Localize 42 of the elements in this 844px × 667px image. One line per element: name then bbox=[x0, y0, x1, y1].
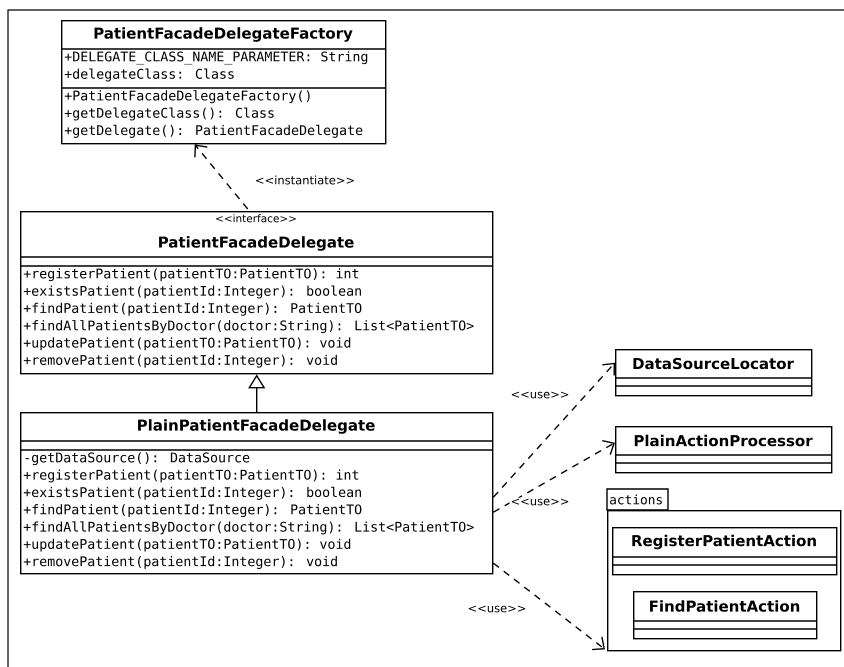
stereotype-text: <<interface>> bbox=[216, 214, 296, 222]
member-text: -getDataSource(): DataSource bbox=[26, 452, 250, 466]
class-box bbox=[633, 591, 818, 640]
class-box bbox=[612, 527, 838, 576]
edge-label: <<instantiate>> bbox=[256, 176, 354, 184]
member-text: +registerPatient(patientTO:PatientTO): int bbox=[24, 470, 358, 482]
class-name: PlainActionProcessor bbox=[634, 434, 813, 446]
class-name: FindPatientAction bbox=[650, 600, 800, 612]
dependency-arrow bbox=[194, 144, 248, 210]
member-text: +removePatient(patientId:Integer): void bbox=[24, 556, 337, 569]
member-text: +existsPatient(patientId:Integer): boolean bbox=[24, 486, 361, 500]
edge-label: <<use>> bbox=[512, 498, 568, 506]
package-name: actions bbox=[610, 494, 662, 504]
class-box bbox=[61, 20, 386, 144]
member-text: +existsPatient(patientId:Integer): boolean bbox=[24, 286, 361, 299]
dependency-arrow bbox=[492, 362, 615, 498]
member-text: +findAllPatientsByDoctor(doctor:String): List<PatientTO> bbox=[24, 320, 474, 334]
member-text: +removePatient(patientId:Integer): void bbox=[24, 354, 337, 368]
member-text: +PatientFacadeDelegateFactory() bbox=[64, 90, 310, 104]
class-name: DataSourceLocator bbox=[633, 358, 794, 370]
member-text: +findPatient(patientId:Integer): PatientTO bbox=[24, 504, 362, 518]
member-text: +getDelegate(): PatientFacadeDelegate bbox=[64, 124, 362, 138]
dependency-arrow bbox=[493, 440, 615, 513]
dependency-arrow bbox=[492, 562, 605, 650]
edge-label: <<use>> bbox=[512, 392, 568, 398]
member-text: +getDelegateClass(): Class bbox=[64, 108, 274, 121]
class-name: RegisterPatientAction bbox=[632, 534, 816, 550]
class-name: PatientFacadeDelegate bbox=[159, 236, 354, 251]
class-name: PlainPatientFacadeDelegate bbox=[138, 419, 375, 434]
class-box bbox=[20, 211, 494, 374]
member-text: +updatePatient(patientTO:PatientTO): void bbox=[24, 538, 350, 552]
class-box bbox=[615, 349, 812, 396]
class-name: PatientFacadeDelegateFactory bbox=[94, 27, 353, 42]
member-text: +registerPatient(patientTO:PatientTO): int bbox=[24, 268, 358, 282]
member-text: +delegateClass: Class bbox=[64, 68, 234, 82]
class-box bbox=[20, 412, 494, 574]
member-text: +findPatient(patientId:Integer): PatientTO bbox=[24, 302, 362, 316]
edge-label: <<use>> bbox=[468, 606, 526, 612]
class-box bbox=[615, 426, 832, 474]
member-text: +updatePatient(patientTO:PatientTO): void bbox=[24, 337, 350, 350]
member-text: +DELEGATE_CLASS_NAME_PARAMETER: String bbox=[64, 51, 368, 64]
member-text: +findAllPatientsByDoctor(doctor:String): List<PatientTO> bbox=[24, 521, 474, 534]
